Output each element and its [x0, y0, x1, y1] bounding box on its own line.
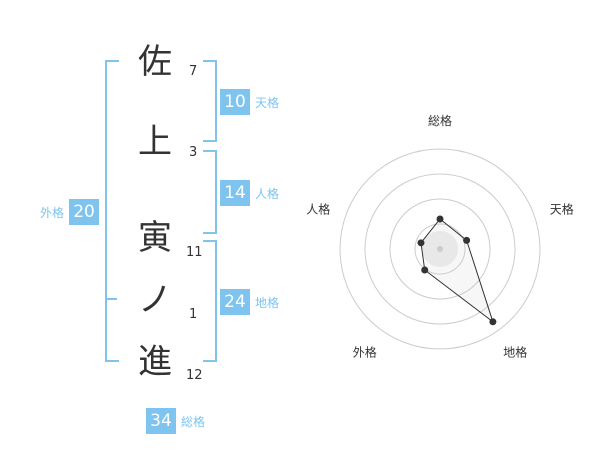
tenkaku-value: 10 — [220, 89, 250, 115]
soukaku-value: 34 — [146, 408, 176, 434]
jinkaku-badge: 14 人格 — [220, 180, 279, 206]
name-char-4: ノ — [138, 280, 172, 320]
name-char-2: 上 — [138, 122, 172, 162]
radar-point-4 — [421, 266, 429, 274]
radar-axis-label-4: 外格 — [353, 345, 377, 360]
radar-series-polygon — [420, 218, 494, 324]
jinkaku-bracket — [203, 150, 217, 234]
chikaku-label: 地格 — [255, 295, 280, 310]
radar-center-dot — [437, 246, 443, 252]
radar-axis-label-5: 人格 — [306, 201, 330, 216]
radar-axis-label-1: 総格 — [428, 113, 452, 128]
soukaku-label: 総格 — [181, 414, 206, 429]
gaikaku-bracket — [105, 60, 119, 362]
radar-point-3 — [489, 318, 497, 326]
radar-ring-2 — [389, 198, 491, 300]
name-char-3: 寅 — [138, 218, 172, 258]
gaikaku-value: 20 — [69, 199, 100, 225]
radar-ring-3 — [364, 173, 516, 325]
radar-ring-4 — [339, 148, 541, 350]
stroke-count-1: 7 — [189, 64, 198, 79]
radar-axis-label-3: 地格 — [503, 345, 527, 360]
jinkaku-label: 人格 — [255, 186, 280, 201]
tenkaku-badge: 10 天格 — [220, 89, 279, 115]
chikaku-bracket — [203, 240, 217, 362]
tenkaku-label: 天格 — [255, 95, 280, 110]
radar-point-2 — [463, 236, 471, 244]
gaikaku-label: 外格 — [40, 205, 65, 220]
jinkaku-value: 14 — [220, 180, 250, 206]
tenkaku-bracket — [203, 60, 217, 142]
stroke-count-2: 3 — [189, 145, 198, 160]
gaikaku-bracket-mid-tick — [105, 298, 117, 300]
gaikaku-badge: 外格 20 — [40, 199, 100, 225]
chikaku-value: 24 — [220, 289, 250, 315]
radar-point-1 — [436, 215, 444, 223]
name-char-1: 佐 — [138, 42, 172, 82]
stroke-count-3: 11 — [186, 245, 203, 260]
stroke-count-4: 1 — [189, 307, 198, 322]
radar-ring-1 — [414, 223, 466, 275]
radar-point-5 — [417, 239, 425, 247]
stroke-count-5: 12 — [186, 368, 203, 383]
soukaku-badge: 34 総格 — [146, 408, 205, 434]
radar-axis-label-2: 天格 — [550, 201, 574, 216]
chikaku-badge: 24 地格 — [220, 289, 279, 315]
name-char-5: 進 — [138, 342, 172, 382]
